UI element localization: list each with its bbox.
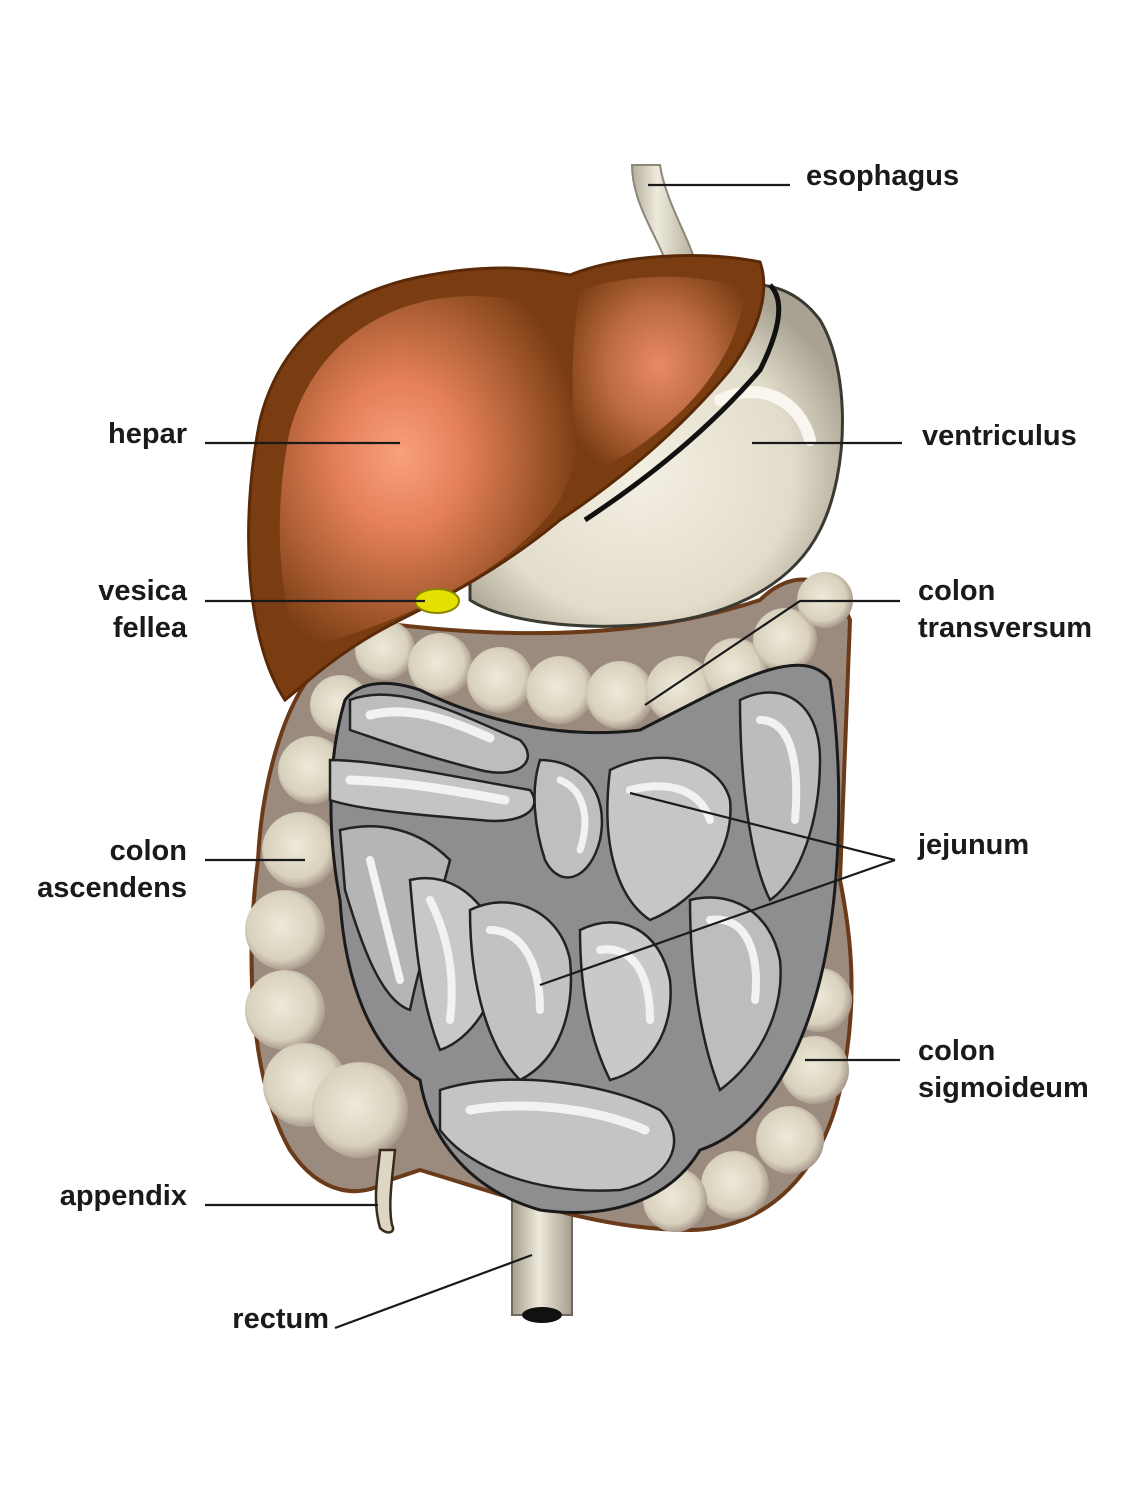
- label-hepar: hepar: [108, 418, 187, 450]
- small-intestine-shape: [328, 663, 841, 1214]
- liver-shape: [247, 254, 782, 703]
- esophagus-shape: [630, 164, 697, 270]
- label-colon-sigmoideum-1: colon: [918, 1035, 995, 1067]
- label-vesica: vesica: [98, 575, 188, 607]
- label-colon-transversum-1: colon: [918, 575, 995, 607]
- leader-rectum: [334, 1253, 533, 1330]
- rectum-shape: [511, 1194, 573, 1323]
- leader-jejunum-a: [629, 791, 896, 862]
- label-fellea: fellea: [113, 612, 188, 644]
- leader-colon-transversum: [644, 599, 900, 706]
- label-ventriculus: ventriculus: [922, 420, 1077, 452]
- label-colon-ascendens-2: ascendens: [37, 872, 187, 904]
- label-rectum: rectum: [232, 1303, 329, 1335]
- leader-jejunum-b: [539, 858, 896, 987]
- label-colon-sigmoideum-2: sigmoideum: [918, 1072, 1089, 1104]
- label-colon-transversum-2: transversum: [918, 612, 1092, 644]
- label-esophagus: esophagus: [806, 160, 959, 192]
- leader-lines: [205, 183, 902, 1330]
- label-appendix: appendix: [60, 1180, 187, 1212]
- labels: esophagus hepar ventriculus vesica felle…: [37, 160, 1092, 1335]
- appendix-shape: [374, 1148, 397, 1234]
- label-colon-ascendens-1: colon: [110, 835, 187, 867]
- label-jejunum: jejunum: [917, 829, 1029, 861]
